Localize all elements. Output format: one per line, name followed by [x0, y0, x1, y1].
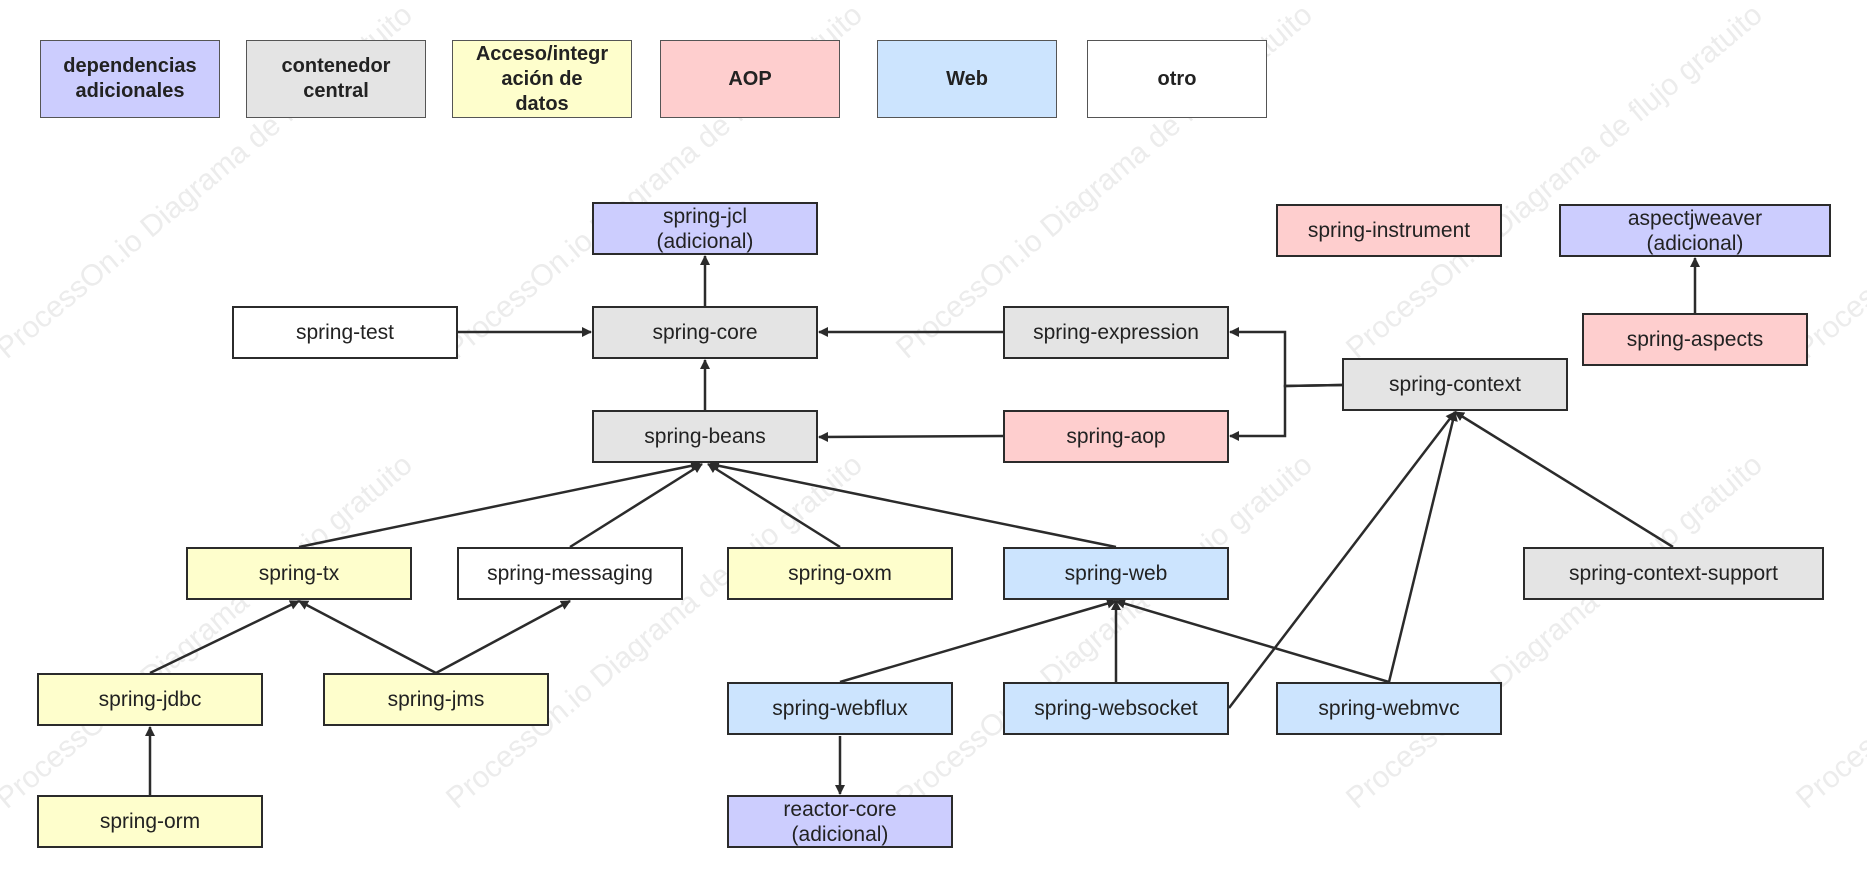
node-aop[interactable]: spring-aop	[1003, 410, 1229, 463]
legend-swatch-aop: AOP	[660, 40, 840, 118]
node-instrument[interactable]: spring-instrument	[1276, 204, 1502, 257]
node-tx[interactable]: spring-tx	[186, 547, 412, 600]
edge-oxm-to-beans	[707, 462, 841, 549]
edge-webmvc-to-web	[1115, 598, 1390, 684]
edge-websocket-to-context	[1228, 411, 1456, 709]
node-context[interactable]: spring-context	[1342, 358, 1568, 411]
node-test[interactable]: spring-test	[232, 306, 458, 359]
edge-contextsupport-to-context	[1454, 410, 1674, 549]
node-jdbc[interactable]: spring-jdbc	[37, 673, 263, 726]
node-contextsupport[interactable]: spring-context-support	[1523, 547, 1824, 600]
edge-messaging-to-beans	[569, 462, 703, 549]
node-aspectjweaver[interactable]: aspectjweaver (adicional)	[1559, 204, 1831, 257]
legend-swatch-web: Web	[877, 40, 1057, 118]
edge-web-to-beans	[709, 460, 1117, 549]
legend-swatch-data: Acceso/integr ación de datos	[452, 40, 632, 118]
legend-swatch-other: otro	[1087, 40, 1267, 118]
legend-swatch-core: contenedor central	[246, 40, 426, 118]
node-expression[interactable]: spring-expression	[1003, 306, 1229, 359]
edge-jdbc-to-tx	[149, 599, 300, 675]
node-aspects[interactable]: spring-aspects	[1582, 313, 1808, 366]
node-core[interactable]: spring-core	[592, 306, 818, 359]
edge-context-to-aop	[1229, 383, 1343, 441]
node-webmvc[interactable]: spring-webmvc	[1276, 682, 1502, 735]
node-web[interactable]: spring-web	[1003, 547, 1229, 600]
edge-webmvc-to-context	[1387, 411, 1458, 683]
node-orm[interactable]: spring-orm	[37, 795, 263, 848]
node-oxm[interactable]: spring-oxm	[727, 547, 953, 600]
node-jms[interactable]: spring-jms	[323, 673, 549, 726]
node-jcl[interactable]: spring-jcl (adicional)	[592, 202, 818, 255]
edge-jms-to-tx	[298, 599, 437, 675]
edge-jms-to-messaging	[435, 599, 571, 675]
edge-context-to-expression	[1229, 327, 1343, 388]
node-webflux[interactable]: spring-webflux	[727, 682, 953, 735]
node-reactor[interactable]: reactor-core (adicional)	[727, 795, 953, 848]
node-beans[interactable]: spring-beans	[592, 410, 818, 463]
legend-swatch-additional: dependencias adicionales	[40, 40, 220, 118]
edge-tx-to-beans	[298, 460, 701, 549]
edge-aop-to-beans	[818, 431, 1004, 442]
edge-webflux-to-web	[839, 598, 1117, 684]
node-messaging[interactable]: spring-messaging	[457, 547, 683, 600]
node-websocket[interactable]: spring-websocket	[1003, 682, 1229, 735]
